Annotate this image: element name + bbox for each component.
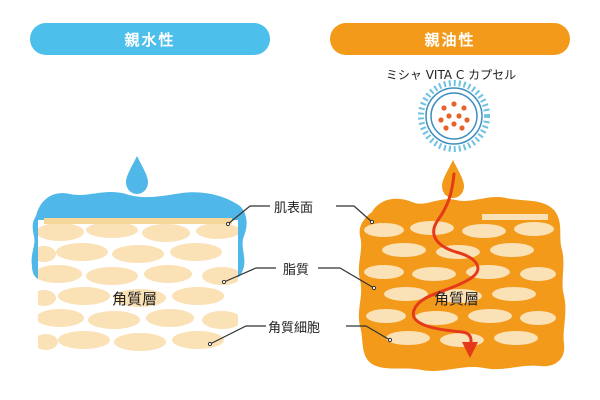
callout-lipid: 脂質 (283, 263, 310, 278)
lipid-leader-left (223, 267, 276, 283)
callout-keratinocyte: 角質細胞 (268, 321, 321, 336)
hydrophilic-header: 親水性 (30, 23, 270, 55)
lipid-leader-right (318, 267, 375, 289)
water-droplet (126, 156, 148, 194)
right-stratum-corneum (364, 221, 556, 347)
left-stratum-label: 角質層 (112, 290, 158, 308)
hydrophilic-header-label: 親水性 (124, 30, 176, 49)
vita-c-capsule-icon (418, 80, 490, 152)
left-surface-line (44, 218, 232, 224)
surface-leader-right (336, 205, 373, 223)
right-stratum-label: 角質層 (434, 290, 480, 308)
cells-leader-right (346, 325, 391, 341)
water-layer (31, 192, 247, 280)
lipophilic-header: 親油性 (330, 23, 570, 55)
arrow-head-icon (462, 342, 478, 358)
surface-leader-left (227, 205, 270, 225)
callout-skin-surface: 肌表面 (274, 201, 314, 216)
left-stratum-corneum (38, 220, 238, 358)
cells-leader-left (209, 325, 266, 345)
penetration-arrow (411, 172, 480, 350)
capsule-caption: ミシャ VITA C カプセル (385, 68, 517, 82)
lipophilic-header-label: 親油性 (424, 30, 476, 49)
right-surface-line (482, 214, 548, 220)
